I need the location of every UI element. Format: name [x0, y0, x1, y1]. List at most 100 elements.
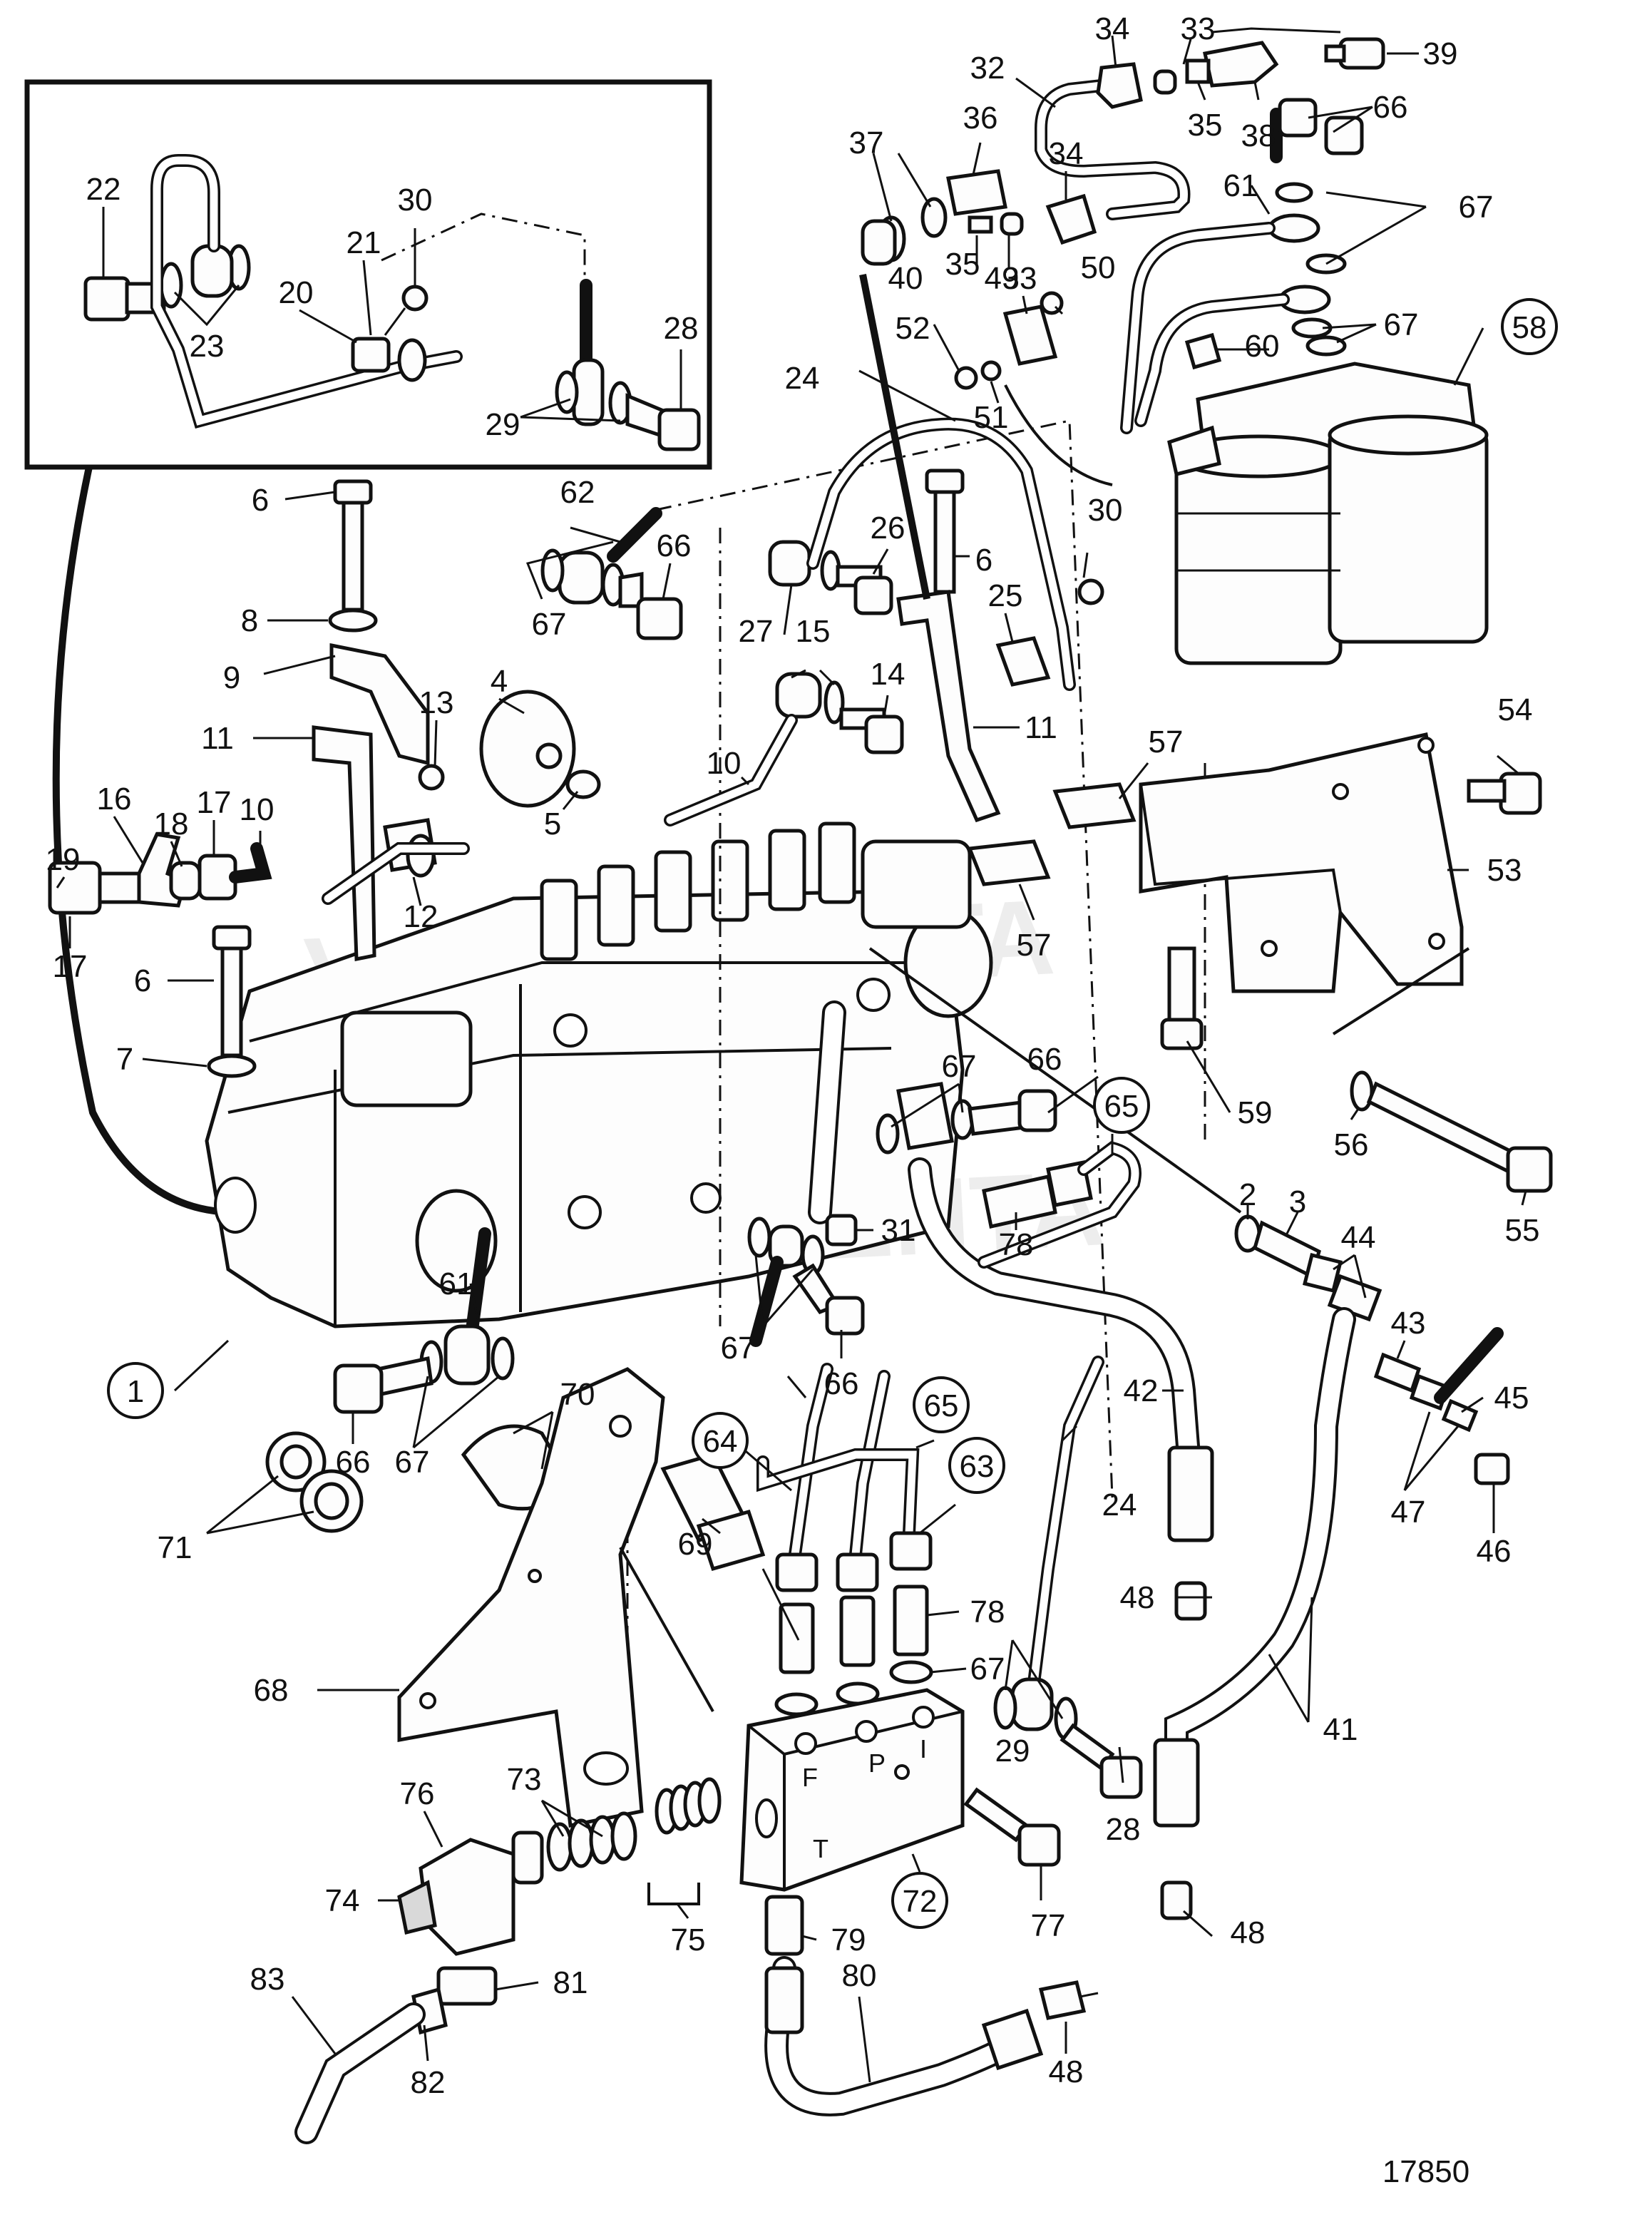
callout-61a: 61	[1223, 168, 1258, 203]
callout-29b: 29	[995, 1734, 1030, 1768]
callout-8: 8	[241, 603, 258, 638]
callout-15: 15	[796, 614, 831, 649]
adapter-78-b	[839, 1595, 876, 1667]
washer-7	[207, 1054, 257, 1078]
callout-10a: 10	[707, 746, 742, 781]
drawing-number: 17850	[1382, 2154, 1469, 2189]
callout-6a: 6	[252, 483, 269, 518]
bolt-66-lower	[825, 1296, 865, 1336]
callout-68: 68	[254, 1673, 289, 1708]
callout-80: 80	[842, 1958, 877, 1993]
pipe-10-tee	[229, 842, 272, 884]
washer-29-lower-a	[993, 1686, 1017, 1730]
clip-25	[995, 636, 1051, 687]
callout-54: 54	[1498, 692, 1533, 727]
callout-64: 64	[703, 1424, 738, 1459]
callout-2: 2	[1239, 1177, 1256, 1212]
banjo-62	[558, 551, 605, 605]
callout-36: 36	[963, 101, 998, 135]
solenoid-tip-74	[397, 1880, 437, 1935]
callout-67g: 67	[970, 1652, 1005, 1686]
pipe-10-left	[322, 842, 470, 905]
callout-77: 77	[1031, 1908, 1066, 1943]
pipe-66-lower	[749, 1256, 784, 1347]
banjo-27	[768, 540, 811, 587]
callout-28b: 28	[1106, 1812, 1141, 1847]
guide-line-a	[655, 419, 1114, 1498]
callout-73: 73	[507, 1762, 542, 1797]
callout-35a: 35	[1188, 108, 1223, 143]
pipe-63	[756, 1448, 920, 1540]
callout-66a: 66	[657, 528, 692, 563]
filter-canister-right	[1328, 426, 1489, 644]
callout-58: 58	[1512, 310, 1547, 345]
callout-30a: 30	[398, 183, 433, 217]
callout-33b: 33	[1002, 261, 1037, 296]
callout-74: 74	[325, 1883, 360, 1918]
callout-66e: 66	[336, 1445, 371, 1480]
callout-48a: 48	[1120, 1580, 1155, 1615]
elbow-38	[1202, 41, 1279, 88]
inset-detail	[24, 79, 712, 1216]
callout-57a: 57	[1149, 725, 1184, 759]
nut-65	[836, 1552, 879, 1592]
washer-52	[954, 366, 978, 390]
banjo-65-upper	[896, 1082, 954, 1150]
bolt-28-inset	[657, 408, 701, 451]
callout-52: 52	[896, 311, 930, 346]
banjo-40	[861, 219, 897, 266]
callout-44: 44	[1341, 1220, 1376, 1255]
bolt-46	[1474, 1453, 1510, 1485]
callout-33a: 33	[1181, 11, 1216, 46]
callout-39: 39	[1423, 36, 1458, 71]
callout-21: 21	[347, 225, 381, 260]
fitting-48-lower	[1038, 1980, 1087, 2020]
callout-4: 4	[491, 664, 508, 699]
callout-82: 82	[411, 2065, 446, 2100]
port-mark-f: F	[802, 1763, 818, 1792]
pump-port-d	[856, 978, 891, 1012]
pipe-62	[607, 507, 662, 563]
bolt-6-head-a	[333, 479, 373, 505]
callout-34a: 34	[1095, 11, 1130, 46]
bracket-11-left	[312, 725, 376, 962]
clamp-21	[351, 337, 391, 373]
callout-78a: 78	[999, 1227, 1034, 1262]
washer-67-stack-d	[1305, 335, 1347, 357]
callout-55: 55	[1505, 1213, 1540, 1248]
bolt-77	[1017, 1823, 1061, 1867]
feed-pump	[861, 839, 972, 929]
callout-83: 83	[250, 1962, 285, 1997]
bolt-26	[853, 575, 893, 615]
bolt-66-lower-left	[333, 1363, 384, 1414]
washer-23a	[159, 262, 183, 309]
callout-48c: 48	[1049, 2054, 1084, 2089]
callout-47: 47	[1391, 1495, 1426, 1530]
tee-fitting-group	[48, 832, 272, 915]
callout-circle-64	[692, 1412, 749, 1469]
pump-side-cover	[340, 1010, 473, 1107]
center-top-fittings	[479, 274, 1104, 826]
callout-38: 38	[1241, 118, 1276, 153]
washer-67-65a	[876, 1113, 900, 1154]
bolt-66-top	[636, 597, 683, 640]
callout-65b: 65	[924, 1388, 959, 1423]
filter-inlet-fitting	[1167, 425, 1221, 477]
washer-37a	[920, 197, 948, 238]
distribution-block-group: F P I T	[294, 1363, 1099, 2144]
washer-15	[824, 680, 845, 725]
hose-42-end	[1167, 1445, 1214, 1542]
callout-51: 51	[974, 400, 1009, 435]
callout-9: 9	[223, 660, 240, 695]
callout-17a: 17	[197, 785, 232, 820]
pump-port-a	[553, 1013, 588, 1048]
washer-5	[565, 769, 601, 799]
callout-45: 45	[1494, 1381, 1529, 1415]
leader-40	[859, 274, 930, 600]
bolt-39	[1338, 37, 1385, 70]
callout-67f: 67	[395, 1445, 430, 1480]
callout-50: 50	[1081, 250, 1116, 285]
callout-61b: 61	[439, 1266, 474, 1301]
washer-67-block-a	[774, 1692, 819, 1716]
callout-76: 76	[400, 1776, 435, 1811]
